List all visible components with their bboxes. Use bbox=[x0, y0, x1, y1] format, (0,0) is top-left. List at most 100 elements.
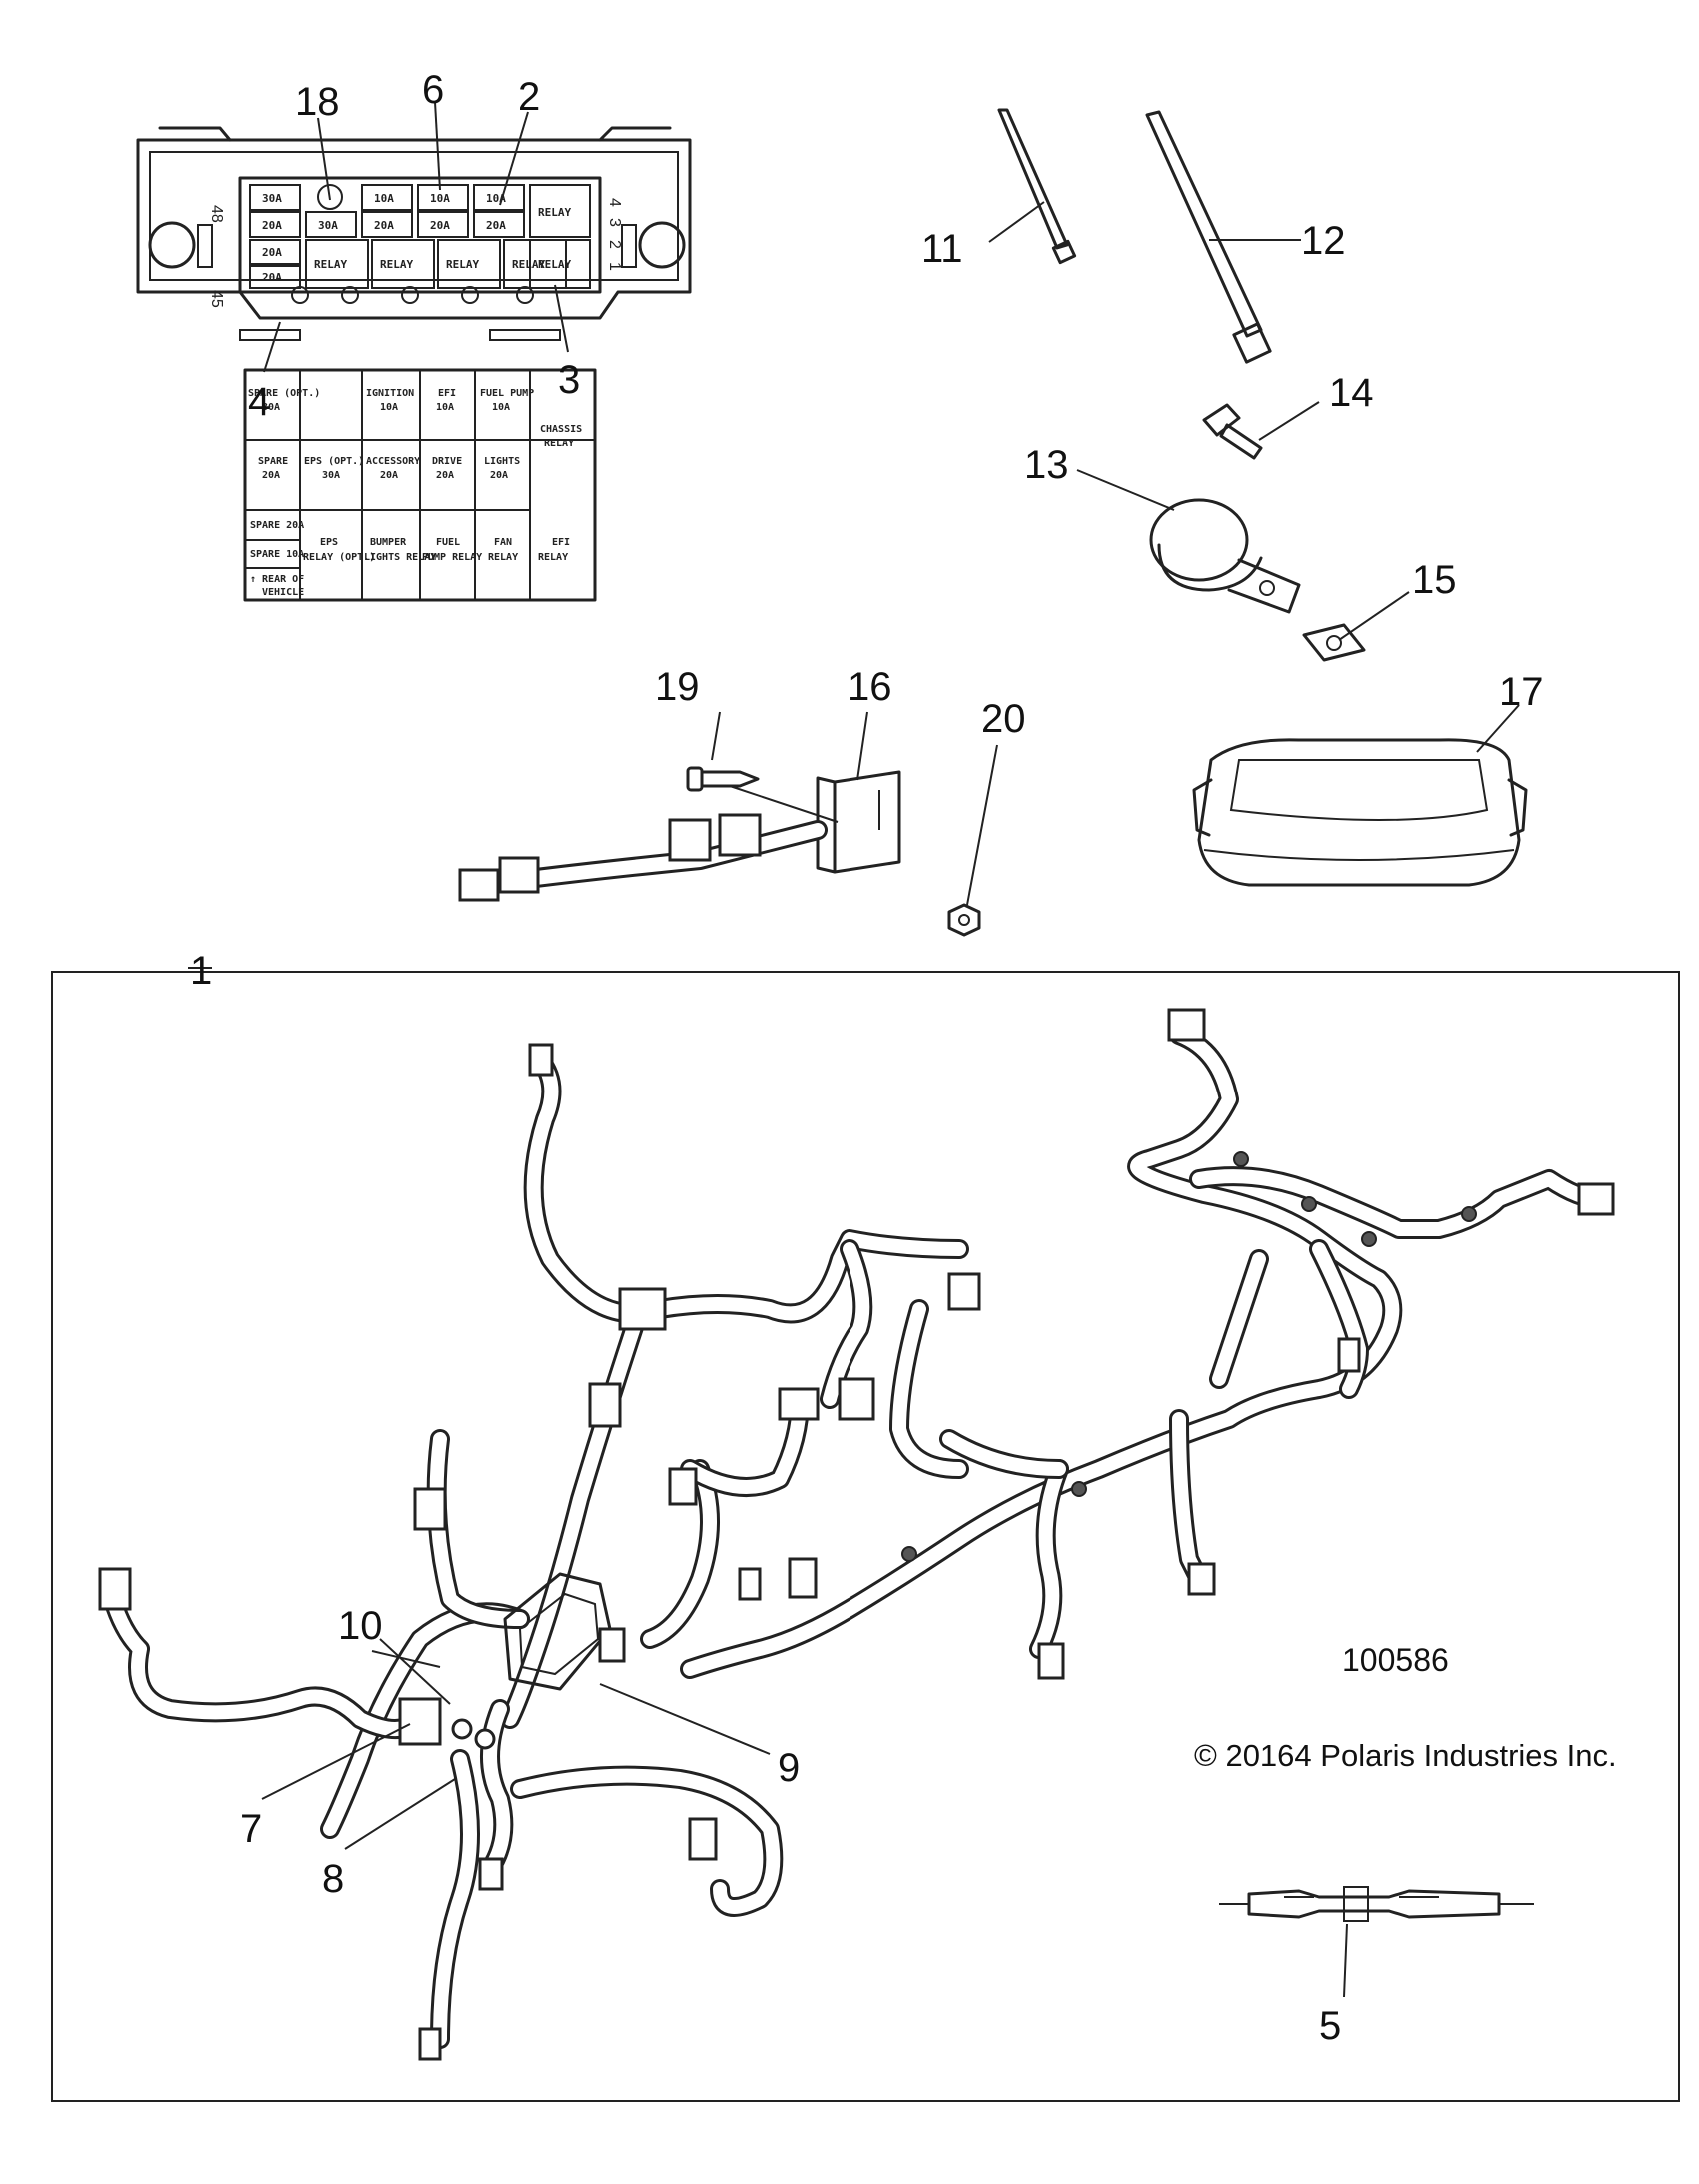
fuse-label-decal: SPARE (OPT.) 30A IGNITION 10A EFI 10A FU… bbox=[243, 368, 597, 602]
callout-1: 1 bbox=[190, 949, 212, 993]
leader-line bbox=[1076, 469, 1175, 511]
p-clamp-icon bbox=[1149, 498, 1301, 614]
callout-9: 9 bbox=[778, 1746, 800, 1790]
inline-fuse-holder-icon bbox=[1219, 1886, 1534, 1922]
decal-cell: VEHICLE bbox=[262, 587, 304, 598]
fuse-label: 20A bbox=[374, 219, 394, 232]
callout-15: 15 bbox=[1412, 558, 1457, 602]
callout-8: 8 bbox=[322, 1857, 344, 1901]
decal-cell: 20A bbox=[380, 470, 398, 481]
fuse-label: 20A bbox=[486, 219, 506, 232]
leader-line bbox=[434, 101, 441, 191]
leader-line bbox=[261, 1723, 411, 1800]
fuse-label: 20A bbox=[262, 246, 282, 259]
callout-18: 18 bbox=[295, 80, 340, 124]
leader-line bbox=[554, 284, 569, 353]
fuse-label: 30A bbox=[262, 192, 282, 205]
callout-5: 5 bbox=[1319, 2004, 1341, 2048]
decal-cell: 30A bbox=[262, 402, 280, 413]
decal-cell: PUMP RELAY bbox=[422, 552, 482, 563]
fuse-cover-icon bbox=[1192, 738, 1528, 887]
decal-cell: FUEL PUMP bbox=[480, 388, 534, 399]
leader-line bbox=[1258, 401, 1320, 441]
callout-16: 16 bbox=[848, 665, 892, 709]
fuse-label: 10A bbox=[430, 192, 450, 205]
decal-cell: EPS bbox=[320, 537, 338, 548]
callout-14: 14 bbox=[1329, 371, 1374, 415]
decal-cell: FAN bbox=[494, 537, 512, 548]
leader-line bbox=[499, 111, 529, 206]
cable-tie-icon bbox=[997, 108, 1077, 265]
cable-tie-icon bbox=[1145, 110, 1272, 364]
decal-cell: LIGHTS RELAY bbox=[364, 552, 436, 563]
decal-cell: SPARE bbox=[258, 456, 288, 467]
callout-2: 2 bbox=[518, 75, 540, 119]
copyright-notice: © 20164 Polaris Industries Inc. bbox=[1194, 1738, 1617, 1773]
decal-cell: FUEL bbox=[436, 537, 460, 548]
fuse-label: RELAY bbox=[538, 258, 571, 271]
fuse-box-icon: 48 45 4 3 2 1 30A 10A 10A 10A RELAY 20A … bbox=[136, 126, 692, 341]
decal-cell: SPARE (OPT.) bbox=[248, 388, 320, 399]
decal-cell: LIGHTS bbox=[484, 456, 520, 467]
fuse-label: RELAY bbox=[380, 258, 413, 271]
decal-cell: ACCESSORY bbox=[366, 456, 420, 467]
decal-cell: 20A bbox=[436, 470, 454, 481]
leader-line bbox=[599, 1683, 771, 1755]
callout-17: 17 bbox=[1499, 670, 1544, 714]
fuse-box-side-number: 48 bbox=[208, 205, 225, 223]
callout-11: 11 bbox=[921, 227, 963, 271]
drawing-number: 100586 bbox=[1342, 1642, 1449, 1678]
callout-10: 10 bbox=[338, 1604, 383, 1648]
decal-cell: DRIVE bbox=[432, 456, 462, 467]
leader-line bbox=[729, 785, 839, 823]
leader-line bbox=[263, 321, 281, 373]
fuse-box-side-number: 4 bbox=[606, 198, 623, 207]
leader-line bbox=[344, 1778, 456, 1850]
harness-frame bbox=[51, 971, 1680, 2102]
callout-19: 19 bbox=[655, 665, 700, 709]
screw-icon bbox=[686, 766, 760, 792]
decal-cell: 30A bbox=[322, 470, 340, 481]
callout-20: 20 bbox=[981, 697, 1026, 741]
fuse-label: RELAY bbox=[446, 258, 479, 271]
connector-icon bbox=[98, 1008, 1615, 2061]
decal-cell: RELAY bbox=[488, 552, 518, 563]
decal-cell: BUMPER bbox=[370, 537, 407, 548]
decal-cell: EFI bbox=[438, 388, 456, 399]
fuse-label: 30A bbox=[318, 219, 338, 232]
fuse-label: 20A bbox=[262, 219, 282, 232]
leader-line bbox=[379, 1638, 451, 1705]
bolt-icon bbox=[1202, 403, 1263, 460]
callout-12: 12 bbox=[1301, 219, 1346, 263]
fuse-label: 20A bbox=[262, 271, 282, 284]
clip-nut-icon bbox=[1302, 623, 1366, 662]
leader-line bbox=[371, 1650, 441, 1668]
fuse-label: RELAY bbox=[314, 258, 347, 271]
decal-cell: RELAY bbox=[538, 552, 568, 563]
decal-cell: SPARE 20A bbox=[250, 520, 304, 531]
decal-cell: CHASSIS bbox=[540, 424, 582, 435]
decal-cell: IGNITION bbox=[366, 388, 414, 399]
fuse-box-side-number: 3 bbox=[606, 218, 623, 227]
callout-3: 3 bbox=[558, 358, 580, 402]
fuse-label: 10A bbox=[374, 192, 394, 205]
leader-line bbox=[988, 201, 1045, 243]
fuse-box-side-number: 45 bbox=[208, 290, 225, 308]
callout-4: 4 bbox=[248, 380, 270, 424]
decal-cell: 20A bbox=[262, 470, 280, 481]
decal-cell: SPARE 10A bbox=[250, 549, 304, 560]
hex-nut-icon bbox=[947, 903, 981, 937]
leader-line bbox=[856, 711, 868, 781]
callout-7: 7 bbox=[240, 1807, 262, 1851]
decal-cell: RELAY bbox=[544, 438, 574, 449]
leader-line bbox=[966, 744, 998, 906]
leader-line bbox=[1476, 704, 1520, 753]
leader-line bbox=[1343, 1923, 1348, 1998]
decal-cell: 20A bbox=[490, 470, 508, 481]
leader-line bbox=[1338, 591, 1410, 641]
fuse-label: RELAY bbox=[512, 258, 545, 271]
decal-cell: RELAY (OPT.) bbox=[303, 552, 375, 563]
leader-line bbox=[711, 711, 721, 761]
leader-line bbox=[317, 117, 331, 201]
